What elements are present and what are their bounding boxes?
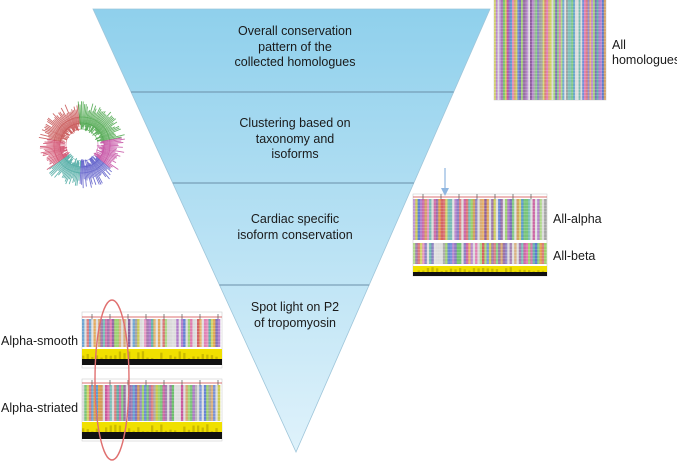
tree-clade-1 [39, 104, 81, 142]
alpha-striated-alignment-consensus-bar [82, 432, 222, 439]
stage-1-line-3: collected homologues [190, 55, 400, 71]
all-beta-label: All-beta [553, 249, 595, 264]
cardiac-isoform-alignment [413, 194, 547, 276]
stage-3-line-1: Cardiac specific [190, 212, 400, 228]
all-homologues-alignment [494, 0, 606, 100]
cardiac-isoform-alignment-rows-3 [413, 243, 547, 264]
alpha-smooth-alignment-conservation-bar [82, 349, 222, 359]
stage-3-text: Cardiac specific isoform conservation [190, 212, 400, 243]
cardiac-isoform-alignment-consensus-bar [413, 272, 547, 276]
alpha-smooth-label: Alpha-smooth [1, 334, 78, 349]
alpha-striated-alignment-rows-2 [82, 385, 222, 421]
stage-1-text: Overall conservation pattern of the coll… [190, 24, 400, 71]
stage-4-text: Spot light on P2 of tropomyosin [190, 300, 400, 331]
all-homologues-label: All homologues [612, 38, 677, 68]
stage-2-line-3: isoforms [190, 147, 400, 163]
stage-4-line-1: Spot light on P2 [190, 300, 400, 316]
stage-2-line-2: taxonomy and [190, 132, 400, 148]
alpha-striated-alignment [82, 379, 222, 441]
all-homologues-line-1: All [612, 38, 677, 53]
cardiac-isoform-alignment-rows-2 [413, 199, 547, 240]
stage-3-line-2: isoform conservation [190, 228, 400, 244]
phylogenetic-tree [39, 101, 125, 188]
all-homologues-alignment-rows-1 [494, 0, 606, 100]
stage-2-text: Clustering based on taxonomy and isoform… [190, 116, 400, 163]
stage-2-line-1: Clustering based on [190, 116, 400, 132]
alpha-smooth-alignment-consensus-bar [82, 359, 222, 365]
all-alpha-label: All-alpha [553, 212, 602, 227]
tree-center [74, 137, 90, 153]
stage-1-line-1: Overall conservation [190, 24, 400, 40]
stage-4-line-2: of tropomyosin [190, 316, 400, 332]
tree-clade-2 [78, 101, 124, 142]
all-homologues-line-2: homologues [612, 53, 677, 68]
alpha-striated-label: Alpha-striated [1, 401, 78, 416]
stage-1-line-2: pattern of the [190, 40, 400, 56]
